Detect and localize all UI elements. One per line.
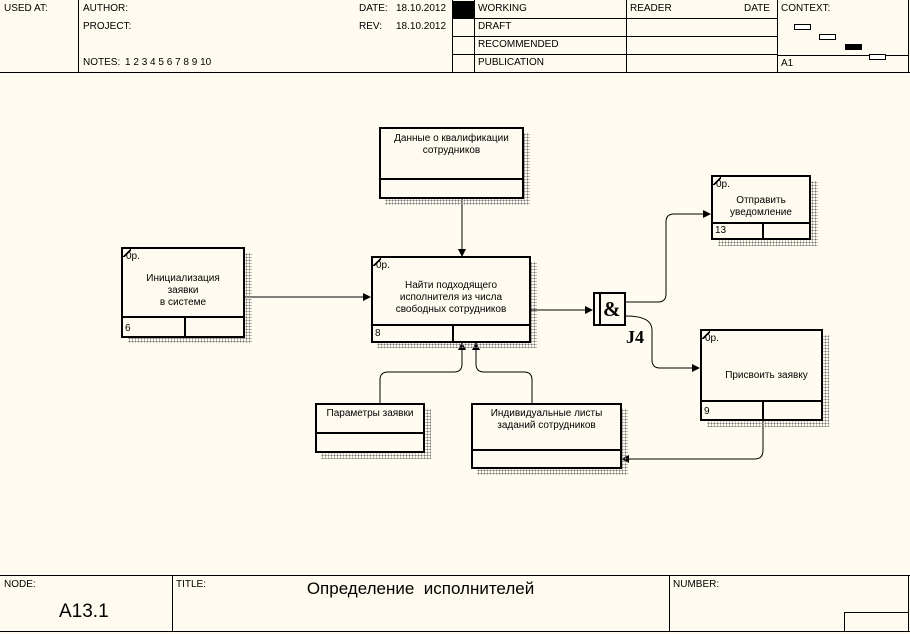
context-block-2: [819, 34, 836, 40]
arrow-params-to-find: [379, 342, 466, 404]
note-6[interactable]: 6: [166, 57, 173, 68]
note-1[interactable]: 1: [125, 57, 131, 68]
date-value: 18.10.2012: [396, 3, 447, 14]
context-label: CONTEXT:: [781, 3, 831, 14]
junction-and[interactable]: &: [593, 292, 626, 326]
rev-value: 18.10.2012: [396, 21, 447, 32]
context-block-3: [845, 44, 862, 50]
status-recommended[interactable]: RECOMMENDED: [478, 39, 559, 50]
title-label: TITLE:: [176, 579, 207, 590]
data-footer: [381, 178, 522, 197]
data-label: Индивидуальные листы заданий сотрудников: [490, 408, 603, 431]
project-label: PROJECT:: [83, 21, 132, 32]
reader-date-label: DATE: [744, 3, 770, 14]
data-label: Параметры заявки: [326, 408, 414, 419]
note-5[interactable]: 5: [158, 57, 164, 68]
reader-label: READER: [630, 3, 672, 14]
note-4[interactable]: 4: [150, 57, 156, 68]
junction-label: J4: [626, 327, 644, 347]
node-label: NODE:: [4, 579, 36, 590]
date-label: DATE:: [359, 3, 388, 14]
activity-find-executor[interactable]: 0р. Найти подходящего исполнителя из чис…: [371, 256, 531, 343]
context-node: A1: [781, 58, 794, 69]
activity-cost: 0р.: [716, 179, 730, 190]
activity-footer: [713, 222, 809, 238]
activity-footer: [123, 316, 243, 336]
data-footer: [473, 449, 620, 467]
rev-label: REV:: [359, 21, 382, 32]
activity-label: Инициализация заявки в системе: [146, 273, 220, 308]
activity-send-notification[interactable]: 0р. Отправить уведомление 13: [711, 175, 811, 240]
note-3[interactable]: 3: [141, 57, 148, 68]
note-10[interactable]: 10: [200, 57, 212, 68]
activity-label: Отправить уведомление: [730, 195, 792, 218]
data-task-sheets[interactable]: Индивидуальные листы заданий сотрудников: [471, 403, 622, 469]
status-working[interactable]: WORKING: [478, 3, 527, 14]
data-label: Данные о квалификации сотрудников: [394, 133, 509, 156]
activity-assign-request[interactable]: 0р. Присвоить заявку 9: [700, 329, 823, 421]
node-value: A13.1: [59, 601, 109, 622]
box-corner-mark: [702, 331, 710, 339]
status-marker: [453, 1, 474, 18]
activity-number: 6: [125, 323, 131, 334]
notes-label: NOTES:: [83, 57, 121, 68]
arrow-assign-to-sheets: [621, 420, 764, 463]
activity-number: 8: [375, 328, 381, 339]
activity-label: Присвоить заявку: [725, 370, 808, 381]
activity-init-request[interactable]: 0р. Инициализация заявки в системе 6: [121, 247, 245, 338]
footer-frame: NODE: A13.1 TITLE: Определение исполните…: [0, 575, 910, 634]
data-request-params[interactable]: Параметры заявки: [315, 403, 425, 453]
arrow-junction-to-assign: [625, 315, 700, 372]
diagram-title: Определение исполнителей: [306, 579, 535, 598]
author-label: AUTHOR:: [83, 3, 128, 14]
data-footer: [317, 432, 423, 451]
context-block-4: [869, 54, 886, 60]
activity-label: Найти подходящего исполнителя из числа с…: [395, 280, 507, 315]
arrow-sheets-to-find: [472, 342, 533, 404]
status-publication[interactable]: PUBLICATION: [478, 57, 544, 68]
box-corner-mark: [373, 258, 381, 266]
activity-cost: 0р.: [126, 251, 140, 262]
note-7[interactable]: 7: [175, 57, 181, 68]
box-corner-mark: [713, 177, 721, 185]
arrow-junction-to-notify: [626, 210, 711, 303]
header-frame: USED AT: AUTHOR: PROJECT: NOTES: 1 2 3 4…: [0, 0, 910, 73]
number-label: NUMBER:: [673, 579, 720, 590]
junction-inner-line: [599, 294, 601, 324]
activity-cost: 0р.: [376, 260, 390, 271]
activity-footer: [373, 324, 529, 341]
note-2[interactable]: 2: [133, 57, 139, 68]
data-qualification[interactable]: Данные о квалификации сотрудников: [379, 127, 524, 199]
used-at-label: USED AT:: [4, 3, 48, 14]
notes-list: 1 2 3 4 5 6 7 8 9 10: [125, 57, 211, 69]
box-corner-mark: [123, 249, 131, 257]
footer-number-cell: [844, 612, 909, 632]
context-block-1: [794, 24, 811, 30]
junction-symbol: &: [603, 297, 621, 321]
status-draft[interactable]: DRAFT: [478, 21, 512, 32]
activity-footer: [702, 400, 821, 419]
activity-cost: 0р.: [705, 333, 719, 344]
note-8[interactable]: 8: [183, 57, 189, 68]
note-9[interactable]: 9: [191, 57, 198, 68]
activity-number: 13: [715, 225, 727, 236]
activity-number: 9: [704, 406, 710, 417]
